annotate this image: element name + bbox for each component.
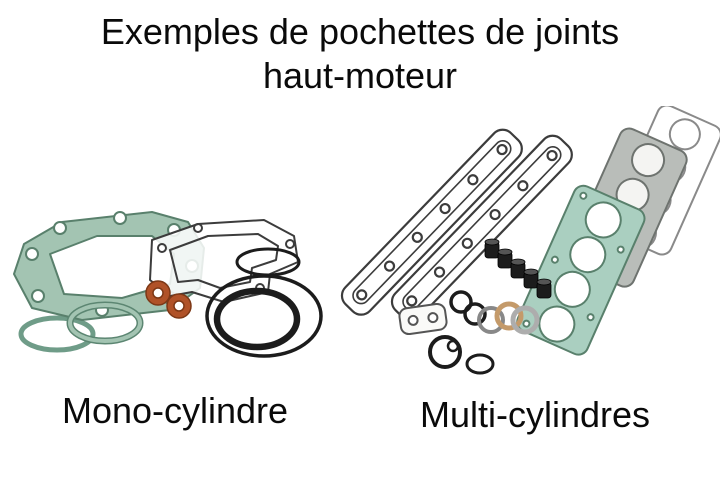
multi-plate-gasket (398, 302, 448, 336)
multi-valve-cover-gaskets (340, 128, 573, 322)
multi-valve-stem-seals (484, 238, 552, 299)
mono-teal-ring (66, 301, 144, 345)
caption-mono-cylindre: Mono-cylindre (61, 390, 289, 431)
mono-cylinder-gasket-kit-image (13, 211, 323, 358)
multi-washers (449, 290, 540, 335)
multi-cylinder-gasket-kit-image (340, 106, 720, 375)
title-line-1: Exemples de pochettes de joints (100, 11, 620, 52)
mono-o-rings-black (205, 247, 323, 358)
mono-rocker-gasket-outline (149, 219, 299, 303)
mono-exhaust-gaskets-orange (145, 280, 192, 319)
page-title: Exemples de pochettes de joints haut-mot… (0, 10, 720, 98)
multi-head-gasket-teal (516, 184, 646, 356)
title-line-2: haut-moteur (262, 55, 458, 96)
mono-teal-ring-back (18, 315, 96, 353)
caption-multi-cylindres: Multi-cylindres (419, 394, 651, 435)
multi-o-rings-bottom (428, 335, 495, 375)
